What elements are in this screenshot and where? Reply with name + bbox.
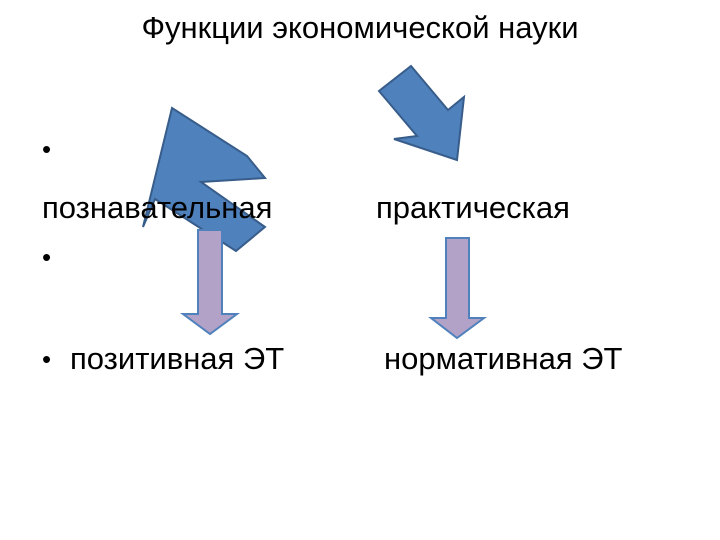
bullet-1: • — [42, 134, 52, 164]
bullet-2: • — [42, 242, 52, 272]
purple-arrow-right — [428, 237, 488, 340]
normative-label: нормативная ЭТ — [384, 341, 623, 376]
practical-label: практическая — [376, 190, 570, 225]
cognitive-label: познавательная — [42, 190, 273, 225]
purple-arrow-left — [179, 229, 241, 336]
slide-title: Функции экономической науки — [141, 10, 579, 45]
positive-label: позитивная ЭТ — [70, 341, 285, 376]
bullet-3: • — [42, 344, 52, 374]
blue-arrow-right — [377, 64, 466, 162]
blue-arrow-left — [142, 106, 268, 253]
